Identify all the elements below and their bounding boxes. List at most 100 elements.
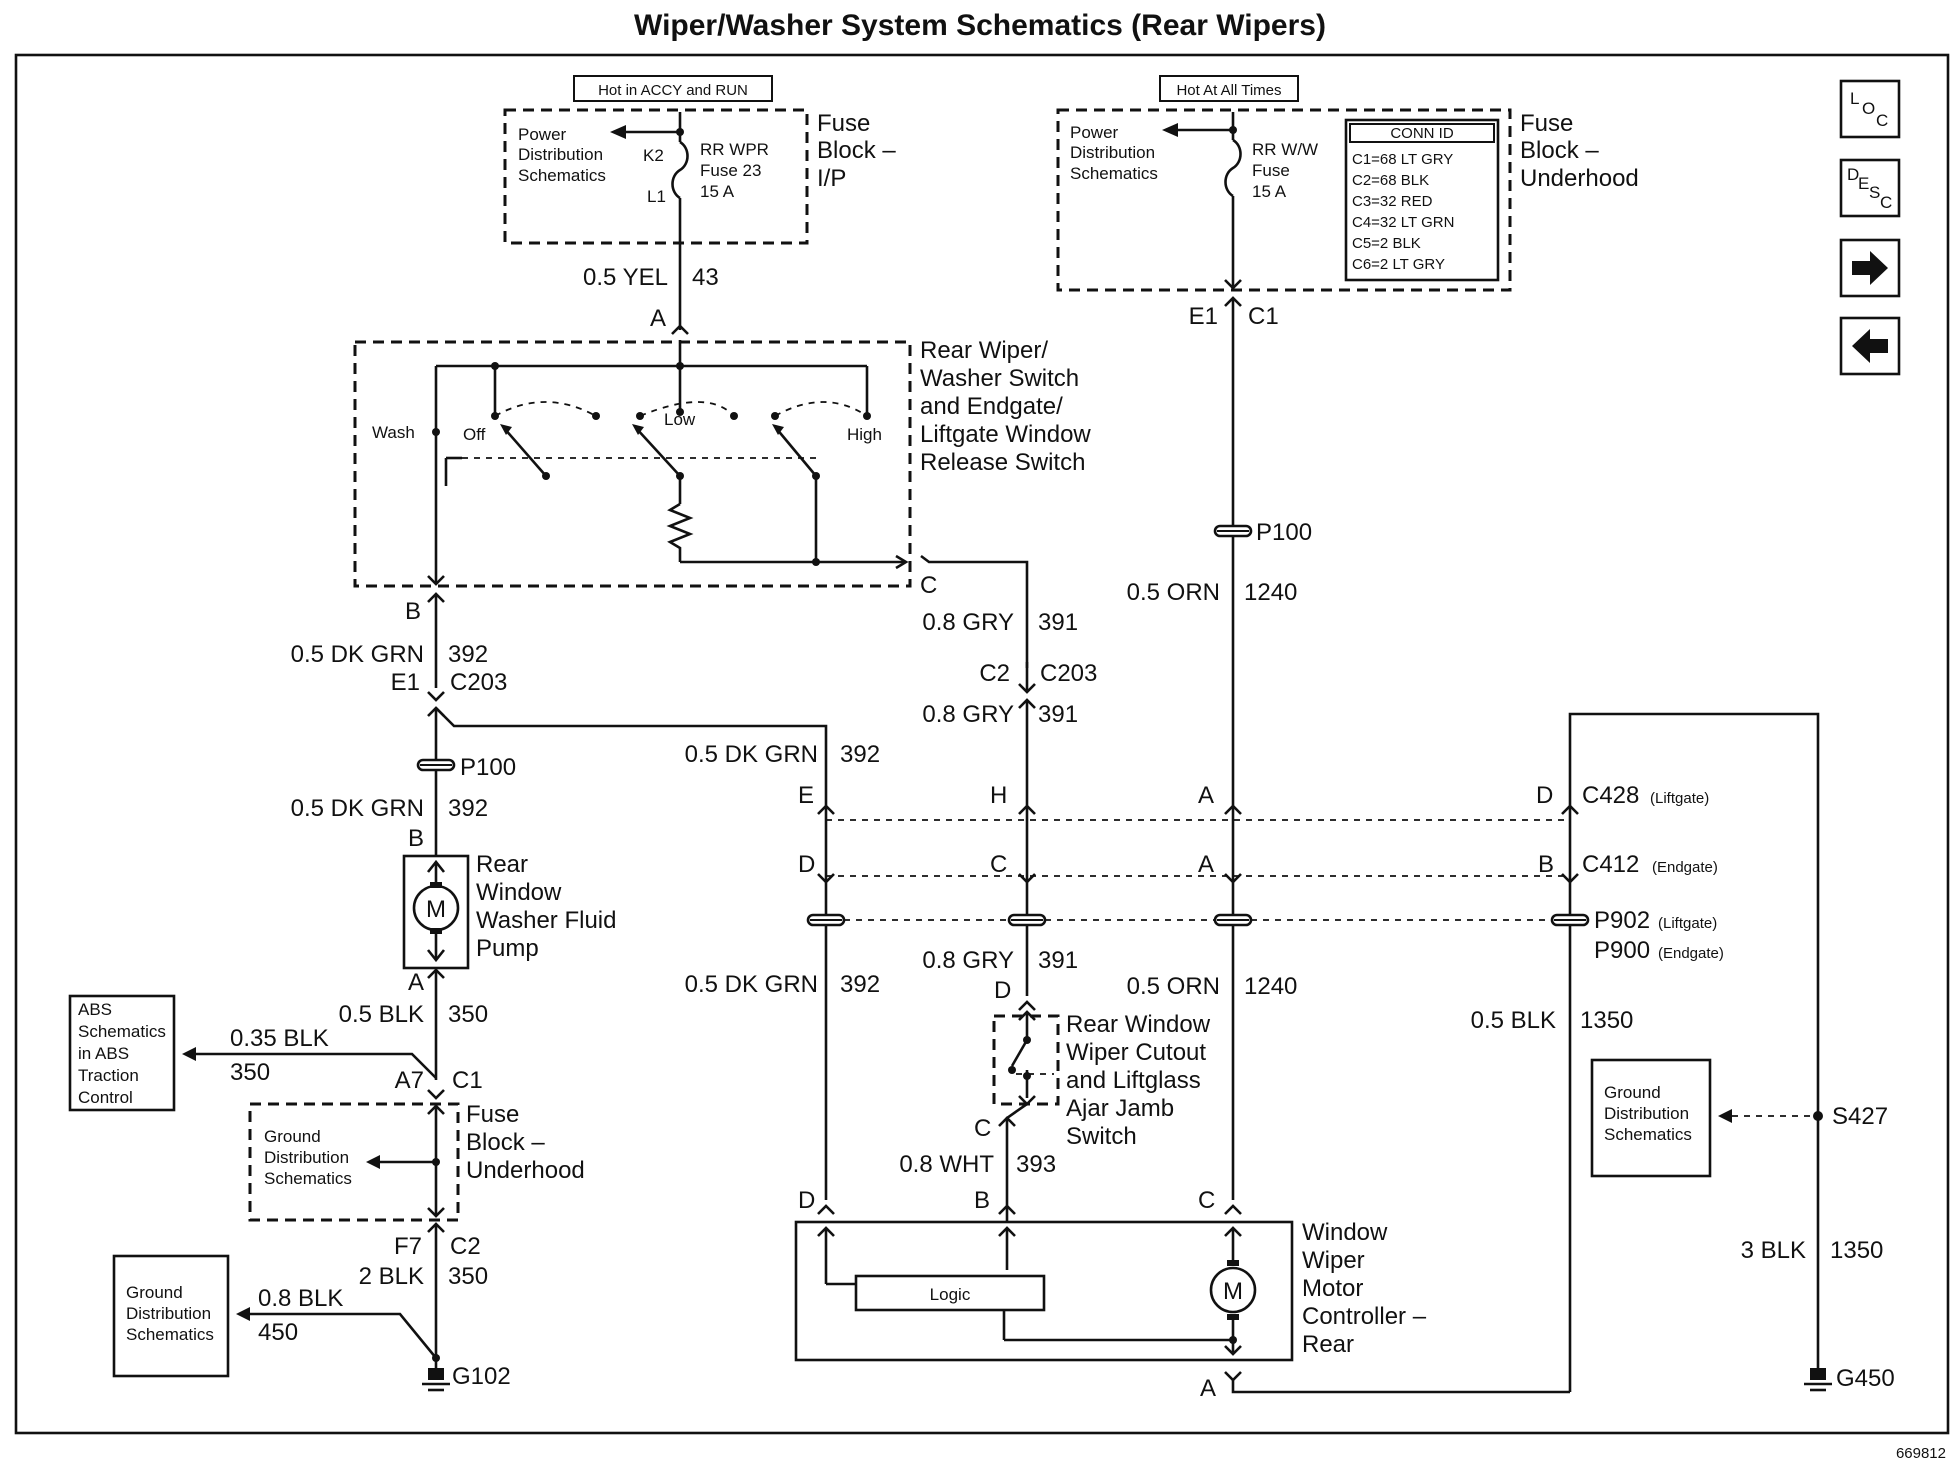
motor-pin-c: C — [1198, 1187, 1215, 1214]
conn-id-table — [1344, 118, 1500, 282]
conn-id-row-6: C6=2 LT GRY — [1352, 256, 1445, 273]
switch-name-1: Rear Wiper/ — [920, 337, 1048, 364]
wiper-motor-icon — [1209, 1266, 1257, 1314]
hot-accy-run-label: Hot in ACCY and RUN — [598, 82, 748, 99]
fuse-block-ip-box — [503, 108, 809, 245]
c428-pin-d: D — [1536, 782, 1553, 809]
conn-id-row-2: C2=68 BLK — [1352, 172, 1429, 189]
conn-id-title: CONN ID — [1390, 125, 1454, 142]
abs-line-3: in ABS — [78, 1044, 129, 1063]
switch-name-4: Liftgate Window — [920, 421, 1091, 448]
wire-blk08-circuit: 450 — [258, 1319, 298, 1346]
c412-pin-c: C — [990, 851, 1007, 878]
controller-name-3: Motor — [1302, 1275, 1363, 1302]
desc-letter-c: C — [1880, 193, 1892, 212]
wire-blk3-circuit: 1350 — [1830, 1237, 1883, 1264]
fuse-23-number: Fuse 23 — [700, 161, 761, 180]
fuse-ip-pds-line1: Power — [518, 125, 567, 144]
p100-left-label: P100 — [460, 754, 516, 781]
conn-id-row-4: C4=32 LT GRN — [1352, 214, 1454, 231]
c428-note: (Liftgate) — [1650, 790, 1709, 807]
rear-wiper-switch-box — [353, 340, 912, 588]
rr-ww-fuse-rating: 15 A — [1252, 182, 1287, 201]
figure-id: 669812 — [1896, 1445, 1946, 1462]
jamb-pin-d: D — [994, 977, 1011, 1004]
loc-letter-l: L — [1850, 89, 1859, 108]
c2-left-name: C2 — [450, 1233, 481, 1260]
jamb-name-2: Wiper Cutout — [1066, 1039, 1206, 1066]
wire-yel-circuit: 43 — [692, 264, 719, 291]
wire-dkgrn2-gauge: 0.5 DK GRN — [291, 795, 424, 822]
motor-pin-d: D — [798, 1187, 815, 1214]
switch-low-label: Low — [664, 410, 696, 429]
wire-wht-circuit: 393 — [1016, 1151, 1056, 1178]
fuse-23-symbol — [671, 140, 689, 200]
c203-mid-name: C203 — [1040, 660, 1097, 687]
loc-letter-o: O — [1862, 99, 1875, 118]
loc-button[interactable]: L O C — [1839, 79, 1901, 139]
wire-dkgrn4-gauge: 0.5 DK GRN — [685, 971, 818, 998]
switch-wash-label: Wash — [372, 423, 415, 442]
fuse-23-rating: 15 A — [700, 182, 735, 201]
rr-ww-fuse-number: Fuse — [1252, 161, 1290, 180]
wire-blk350-circuit: 350 — [448, 1001, 488, 1028]
abs-schematics-box — [68, 994, 176, 1112]
desc-button[interactable]: D E S C — [1839, 158, 1901, 218]
jamb-name-4: Ajar Jamb — [1066, 1095, 1174, 1122]
c203-left-name: C203 — [450, 669, 507, 696]
wire-blk035-circuit: 350 — [230, 1059, 270, 1086]
c203-left-pin: E1 — [391, 669, 420, 696]
p900-note: (Endgate) — [1658, 945, 1724, 962]
wire-blk08-gauge: 0.8 BLK — [258, 1285, 343, 1312]
pump-name-2: Window — [476, 879, 562, 906]
fuse-block-uh-top-name-2: Block – — [1520, 137, 1599, 164]
ground-g102-icon — [422, 1368, 450, 1392]
wire-wht-gauge: 0.8 WHT — [899, 1151, 994, 1178]
c412-pin-b: B — [1538, 851, 1554, 878]
gds-g102-line-2: Distribution — [126, 1304, 211, 1323]
loc-letter-c: C — [1876, 111, 1888, 130]
wire-gry1-gauge: 0.8 GRY — [922, 609, 1014, 636]
c412-pin-d: D — [798, 851, 815, 878]
wire-gry3-circuit: 391 — [1038, 947, 1078, 974]
fuse-ip-k2: K2 — [643, 146, 664, 165]
wire-dkgrn3-gauge: 0.5 DK GRN — [685, 741, 818, 768]
switch-name-2: Washer Switch — [920, 365, 1079, 392]
wire-blk1350-gauge: 0.5 BLK — [1471, 1007, 1556, 1034]
switch-off-label: Off — [463, 425, 486, 444]
c2-left-pin: F7 — [394, 1233, 422, 1260]
pump-name-4: Pump — [476, 935, 539, 962]
arrow-left-icon — [1852, 329, 1888, 363]
abs-line-2: Schematics — [78, 1022, 166, 1041]
fuse-ip-pds-arrowhead — [610, 125, 626, 139]
wire-blk2-gauge: 2 BLK — [359, 1263, 424, 1290]
fuse-block-uh-name-2: Block – — [466, 1129, 545, 1156]
gds-s427-box — [1590, 1058, 1712, 1178]
wire-dkgrn1-circuit: 392 — [448, 641, 488, 668]
c203-mid-pin: C2 — [979, 660, 1010, 687]
fuse-uh-pds-line1: Power — [1070, 123, 1119, 142]
c428-pin-e: E — [798, 782, 814, 809]
diagram-frame — [14, 53, 1950, 1435]
wire-blk1350-circuit: 1350 — [1580, 1007, 1633, 1034]
pump-pin-b: B — [408, 825, 424, 852]
next-page-button[interactable] — [1839, 238, 1901, 298]
rr-ww-fuse-symbol — [1224, 138, 1242, 198]
connector-c412-row — [817, 873, 1579, 884]
pump-pin-a: A — [408, 969, 424, 996]
wiper-motor-symbol: M — [1223, 1278, 1243, 1305]
jamb-name-1: Rear Window — [1066, 1011, 1211, 1038]
wire-orn1-gauge: 0.5 ORN — [1127, 579, 1220, 606]
fuse-23-name: RR WPR — [700, 140, 769, 159]
controller-name-5: Rear — [1302, 1331, 1354, 1358]
fuse-block-underhood-box — [1056, 108, 1512, 292]
abs-line-1: ABS — [78, 1000, 112, 1019]
page-title: Wiper/Washer System Schematics (Rear Wip… — [634, 9, 1326, 42]
g450-label: G450 — [1836, 1365, 1895, 1392]
p100-right-label: P100 — [1256, 519, 1312, 546]
prev-page-button[interactable] — [1839, 316, 1901, 376]
gds-g102-box — [112, 1254, 230, 1378]
wire-orn2-gauge: 0.5 ORN — [1127, 973, 1220, 1000]
controller-name-1: Window — [1302, 1219, 1388, 1246]
